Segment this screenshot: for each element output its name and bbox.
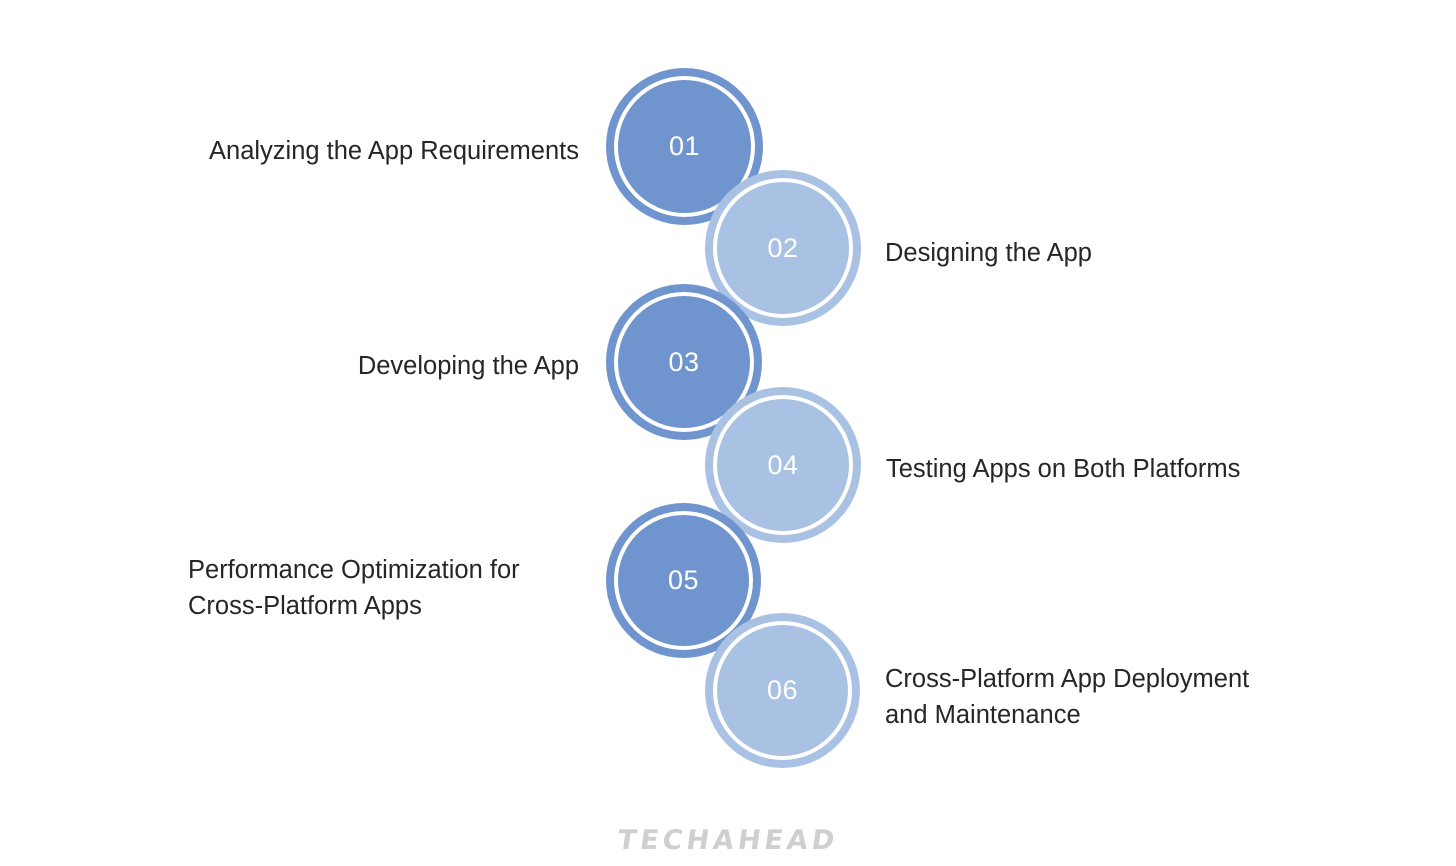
step-node-03[interactable]: 03 bbox=[606, 284, 762, 440]
step-label-03: Developing the App bbox=[357, 352, 579, 380]
step-number-01: 01 bbox=[668, 131, 701, 161]
step-disc-06: 06 bbox=[717, 625, 848, 756]
step-label-06: Cross-Platform App Deployment and Mainte… bbox=[885, 665, 1250, 730]
step-label-02: Designing the App bbox=[885, 239, 1092, 267]
step-number-04: 04 bbox=[767, 449, 799, 480]
step-label-01: Analyzing the App Requirements bbox=[209, 137, 579, 165]
step-label-05: Performance Optimization for Cross-Platf… bbox=[188, 556, 520, 621]
step-node-01[interactable]: 01 bbox=[606, 68, 763, 225]
step-node-06[interactable]: 06 bbox=[705, 613, 860, 768]
step-node-04[interactable]: 04 bbox=[705, 387, 861, 543]
step-disc-04: 04 bbox=[717, 399, 849, 531]
step-number-05: 05 bbox=[667, 565, 700, 595]
step-number-03: 03 bbox=[668, 346, 700, 377]
step-number-02: 02 bbox=[767, 232, 799, 263]
step-number-06: 06 bbox=[766, 675, 799, 705]
step-label-04: Testing Apps on Both Platforms bbox=[886, 455, 1241, 483]
step-disc-02: 02 bbox=[717, 182, 849, 314]
techahead-watermark: TECHAHEAD bbox=[615, 825, 841, 856]
step-disc-05: 05 bbox=[618, 515, 749, 646]
step-disc-03: 03 bbox=[618, 296, 750, 428]
